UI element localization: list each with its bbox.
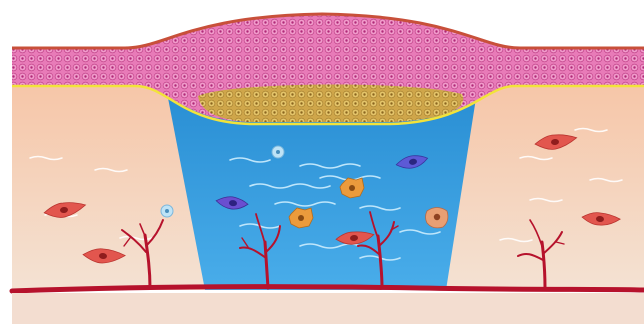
migrating-basal-cells-icon (198, 84, 463, 122)
hypodermis-icon (12, 293, 644, 324)
wound-bed-icon (168, 98, 476, 290)
